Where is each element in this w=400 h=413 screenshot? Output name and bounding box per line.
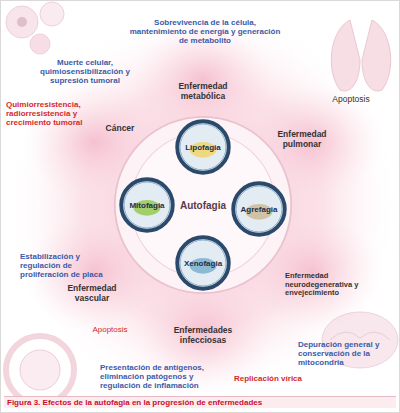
node-text: Mitofagia (129, 201, 164, 210)
node-text: Lipofagia (185, 143, 221, 152)
annotation-text: Enfermedad vascular (63, 284, 121, 304)
autophagy-type-circle: Xenofagia (175, 235, 231, 291)
annotation-text: Cáncer (98, 124, 142, 134)
annotation-text: Enfermedad neurodegenerativa y envejecim… (285, 272, 377, 298)
node-text: Agrefagia (241, 205, 278, 214)
autophagy-type-circle: Agrefagia (231, 181, 287, 237)
annotation-text: Presentación de antígenos, eliminación p… (100, 363, 230, 391)
autophagy-type-circle: Mitofagia (119, 177, 175, 233)
annotation-text: Apoptosis (320, 95, 382, 105)
annotation-text: Estabilización y regulación de prolifera… (20, 252, 108, 280)
annotation-text: Sobrevivencia de la célula, mantenimient… (125, 18, 285, 46)
node-text: Xenofagia (184, 259, 222, 268)
central-circle: Autofagia LipofagiaMitofagia AgrefagiaXeno… (113, 115, 293, 295)
node-text: Autofagia (180, 200, 226, 211)
annotation-text: Muerte celular, quimiosensibilización y … (30, 58, 140, 86)
figure-caption: Figura 3. Efectos de la autofagia en la … (4, 396, 396, 408)
annotation-text: Apoptosis (84, 325, 136, 334)
annotation-text: Enfermedad metabólica (163, 82, 243, 102)
annotation-text: Depuración general y conservación de la … (298, 340, 398, 368)
annotation-text: Quimiorresistencia, radiorresistencia y … (6, 100, 106, 128)
autophagy-type-circle: Lipofagia (175, 119, 231, 175)
annotation-text: Replicación vírica (232, 374, 304, 383)
annotation-text: Enfermedades infecciosas (158, 326, 248, 346)
annotation-text: Enfermedad pulmonar (270, 130, 334, 150)
